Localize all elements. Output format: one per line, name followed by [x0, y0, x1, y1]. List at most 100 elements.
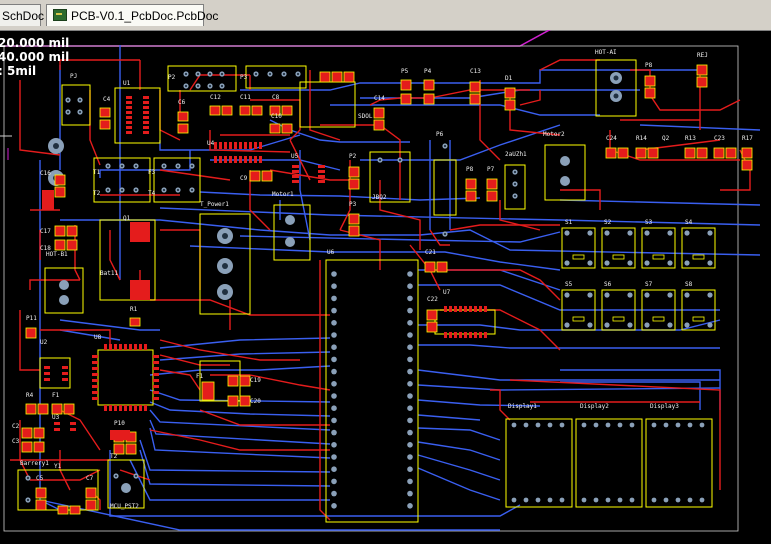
ic-pin-pad[interactable] — [407, 381, 413, 387]
component-designator[interactable]: T2 — [93, 190, 101, 197]
component-designator[interactable]: P7 — [487, 166, 495, 173]
component-designator[interactable]: C9 — [240, 175, 248, 182]
component-designator[interactable]: C4 — [103, 96, 111, 103]
display-pin-pad[interactable] — [535, 422, 541, 428]
ic-pin-pad[interactable] — [407, 429, 413, 436]
ic-pin-pad[interactable] — [331, 356, 337, 363]
component-designator[interactable]: C12 — [210, 94, 221, 101]
component-designator[interactable]: P4 — [424, 68, 432, 75]
display-pin-pad[interactable] — [593, 497, 599, 503]
ic-pin-pad[interactable] — [407, 356, 413, 363]
component-designator[interactable]: MCU_PST2 — [110, 503, 139, 510]
display-pin-pad[interactable] — [593, 422, 599, 428]
pcb-board-drawing[interactable]: PJU1C4C6P2P3C12C11C8C10U4P5P4C13D1HOT-AI… — [0, 27, 771, 540]
ic-pin-pad[interactable] — [407, 368, 413, 375]
ic-pin-pad[interactable] — [407, 295, 413, 302]
component-designator[interactable]: C2 — [12, 423, 20, 430]
component-designator[interactable]: C17 — [40, 228, 51, 235]
display-pin-pad[interactable] — [511, 422, 517, 428]
component-designator[interactable]: U1 — [123, 80, 131, 87]
component-designator[interactable]: U4 — [207, 140, 215, 147]
display-pin-pad[interactable] — [675, 497, 681, 503]
display-pin-pad[interactable] — [511, 497, 517, 503]
component-designator[interactable]: Bat11 — [100, 270, 118, 277]
ic-pin-pad[interactable] — [407, 442, 413, 448]
component-designator[interactable]: Display2 — [580, 403, 609, 410]
ic-pin-pad[interactable] — [407, 320, 413, 326]
component-designator[interactable]: HOT-B1 — [46, 251, 68, 258]
component-designator[interactable]: S6 — [604, 281, 612, 288]
component-designator[interactable]: C11 — [240, 94, 251, 101]
display-pin-pad[interactable] — [535, 497, 541, 503]
component-designator[interactable]: P8 — [645, 62, 653, 69]
component-designator[interactable]: P3 — [240, 74, 248, 81]
component-designator[interactable]: F1 — [52, 392, 60, 399]
component-designator[interactable]: P10 — [114, 420, 125, 427]
display-pin-pad[interactable] — [581, 497, 587, 503]
component-designator[interactable]: Q1 — [123, 215, 131, 222]
component-designator[interactable]: Display1 — [508, 403, 537, 410]
component-designator[interactable]: U6 — [327, 249, 335, 256]
component-designator[interactable]: P2 — [168, 74, 176, 81]
component-designator[interactable]: P5 — [401, 68, 409, 75]
component-designator[interactable]: S5 — [565, 281, 573, 288]
component-designator[interactable]: S2 — [604, 219, 612, 226]
component-designator[interactable]: C21 — [425, 249, 436, 256]
display-pin-pad[interactable] — [675, 422, 681, 428]
ic-pin-pad[interactable] — [331, 454, 337, 460]
ic-pin-pad[interactable] — [407, 478, 413, 485]
ic-pin-pad[interactable] — [331, 405, 337, 412]
component-designator[interactable]: P8 — [466, 166, 474, 173]
component-designator[interactable]: C23 — [714, 135, 725, 142]
display-pin-pad[interactable] — [663, 497, 669, 503]
ic-pin-pad[interactable] — [407, 332, 413, 338]
component-designator[interactable]: Display3 — [650, 403, 679, 410]
display-pin-pad[interactable] — [547, 497, 553, 503]
component-designator[interactable]: P2 — [349, 153, 357, 160]
component-designator[interactable]: C24 — [606, 135, 617, 142]
component-designator[interactable]: C8 — [272, 94, 280, 101]
ic-pin-pad[interactable] — [331, 368, 337, 375]
component-designator[interactable]: D1 — [505, 75, 513, 82]
ic-pin-pad[interactable] — [407, 417, 413, 424]
ic-pin-pad[interactable] — [407, 344, 413, 351]
component-designator[interactable]: U2 — [40, 339, 48, 346]
ic-pin-pad[interactable] — [407, 307, 413, 314]
component-designator[interactable]: R1 — [130, 306, 138, 313]
ic-pin-pad[interactable] — [331, 417, 337, 424]
tab-pcbdoc[interactable]: PCB-V0.1_PcbDoc.PcbDoc — [46, 4, 218, 26]
component-designator[interactable]: Q2 — [662, 135, 670, 142]
ic-pin-pad[interactable] — [331, 332, 337, 338]
component-designator[interactable]: P3 — [349, 201, 357, 208]
component-designator[interactable]: P11 — [26, 315, 37, 322]
display-pin-pad[interactable] — [559, 497, 565, 503]
ic-pin-pad[interactable] — [331, 478, 337, 485]
display-pin-pad[interactable] — [651, 497, 657, 503]
ic-pin-pad[interactable] — [407, 405, 413, 412]
ic-pin-pad[interactable] — [331, 295, 337, 302]
ic-pin-pad[interactable] — [331, 490, 337, 497]
component-designator[interactable]: R17 — [742, 135, 753, 142]
ic-pin-pad[interactable] — [331, 503, 337, 509]
component-designator[interactable]: T2 — [110, 453, 118, 460]
ic-pin-pad[interactable] — [407, 283, 413, 289]
component-designator[interactable]: HOT-AI — [595, 49, 617, 56]
display-pin-pad[interactable] — [523, 497, 529, 503]
component-designator[interactable]: P6 — [436, 131, 444, 138]
ic-pin-pad[interactable] — [331, 307, 337, 314]
display-pin-pad[interactable] — [699, 497, 705, 503]
ic-pin-pad[interactable] — [331, 344, 337, 351]
ic-pin-pad[interactable] — [407, 466, 413, 473]
display-pin-pad[interactable] — [581, 422, 587, 428]
component-designator[interactable]: C20 — [250, 398, 261, 405]
component-designator[interactable]: Y1 — [54, 463, 62, 470]
component-designator[interactable]: R4 — [26, 392, 34, 399]
component-designator[interactable]: S1 — [565, 219, 573, 226]
ic-pin-pad[interactable] — [407, 271, 413, 277]
component-designator[interactable]: F1 — [196, 373, 204, 380]
component-designator[interactable]: C16 — [40, 170, 51, 177]
ic-pin-pad[interactable] — [331, 429, 337, 436]
display-pin-pad[interactable] — [547, 422, 553, 428]
display-pin-pad[interactable] — [559, 422, 565, 428]
